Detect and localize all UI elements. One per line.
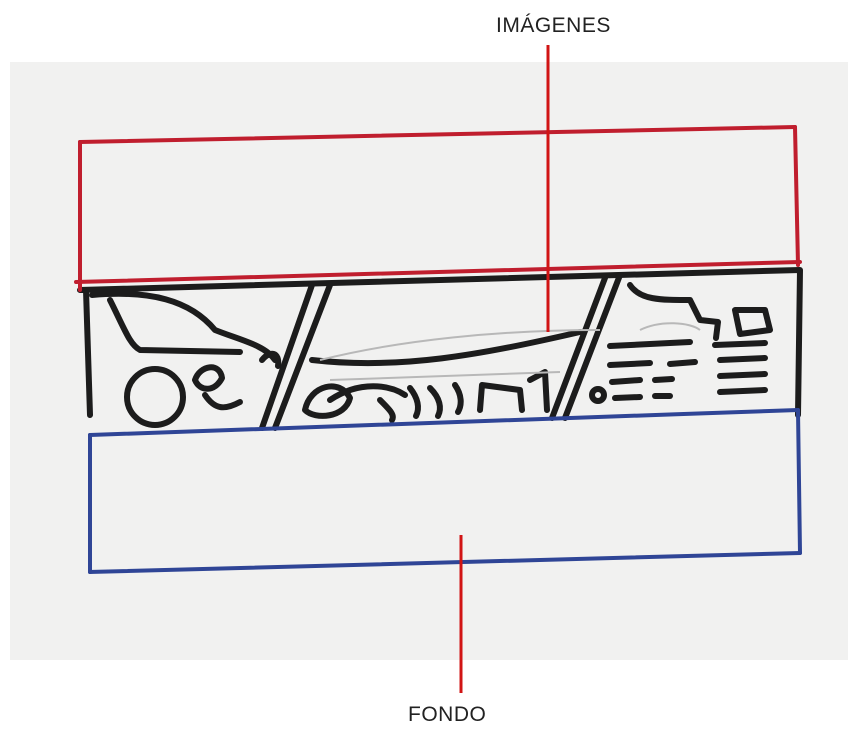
label-background: FONDO: [408, 703, 487, 726]
images-band: [77, 267, 803, 431]
blue-frame: [88, 408, 802, 574]
label-images: IMÁGENES: [496, 14, 611, 37]
pencil-marks: [319, 322, 701, 381]
red-frame: [74, 125, 802, 292]
